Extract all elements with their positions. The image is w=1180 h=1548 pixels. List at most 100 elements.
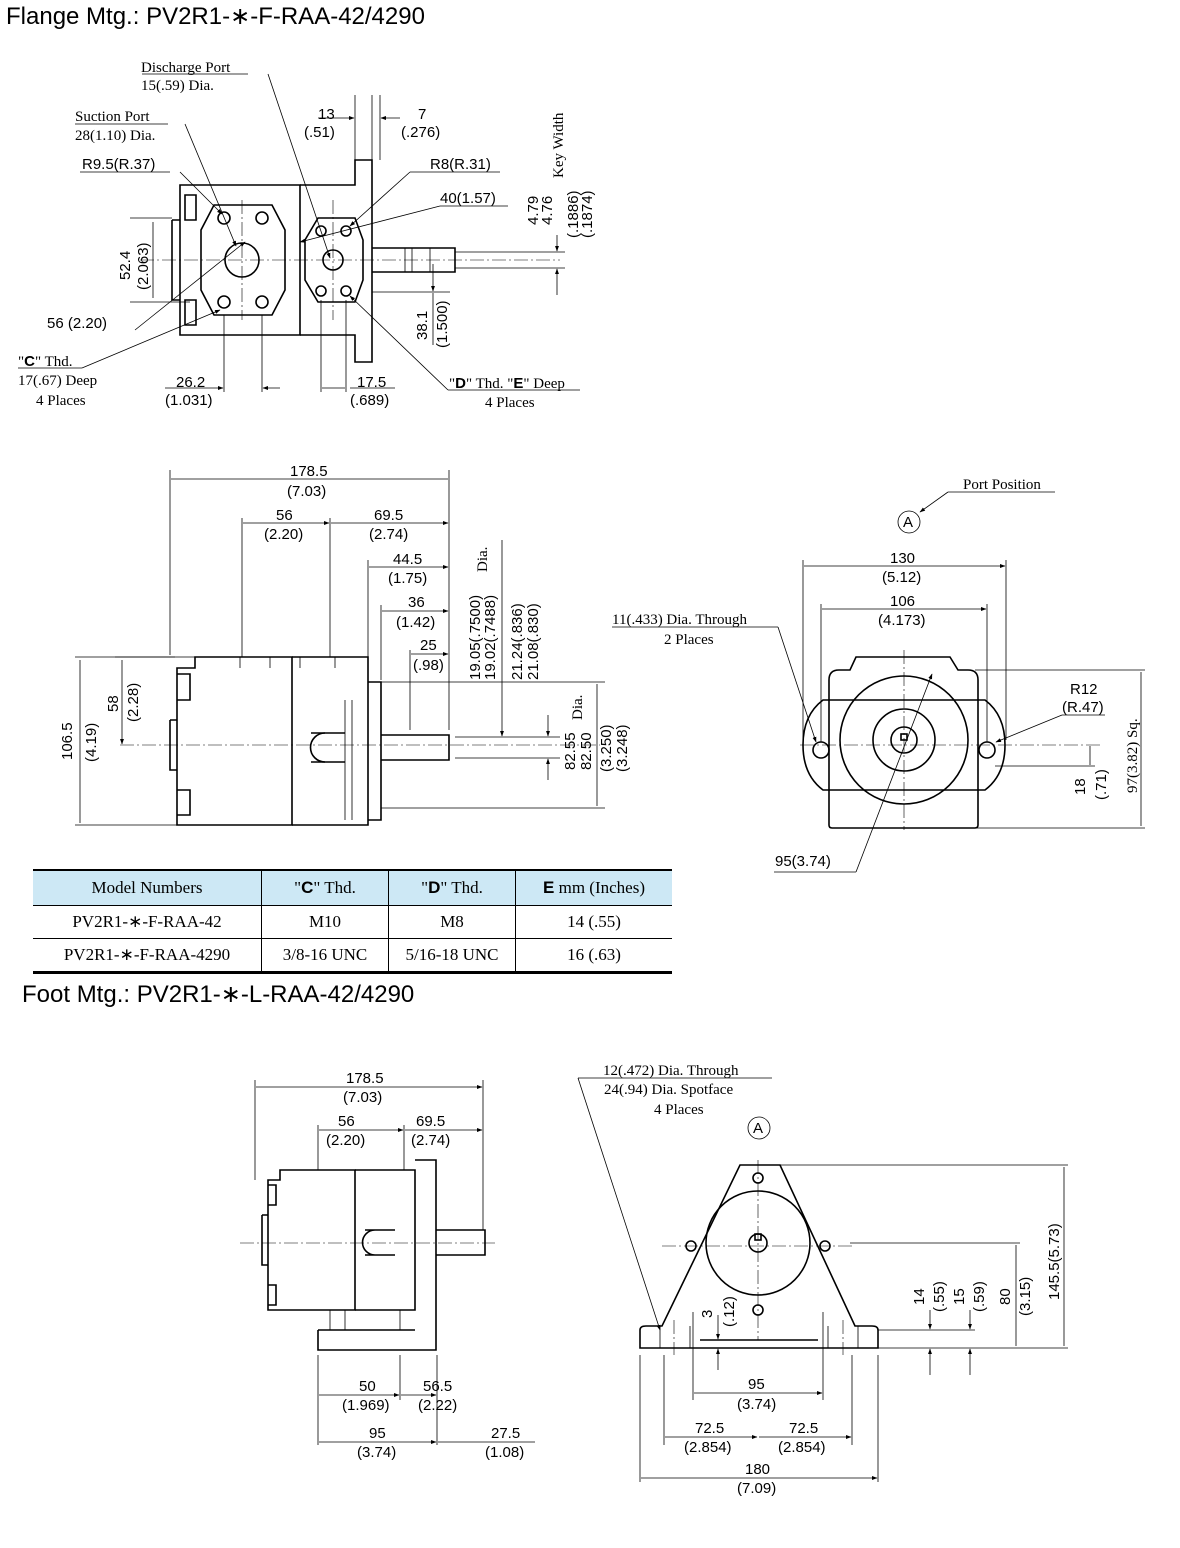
dim-524: 52.4 (117, 251, 134, 280)
dim-25-in: (.98) (413, 657, 444, 674)
col-d-thread: "D" Thd. (388, 869, 516, 906)
foot-mount-heading: Foot Mtg.: PV2R1-∗-L-RAA-42/4290 (22, 981, 415, 1008)
cell-d-thread: 5/16-18 UNC (388, 938, 516, 974)
d-places-label: 4 Places (485, 395, 535, 411)
foot-dim-180: 180 (745, 1461, 770, 1478)
shaft-dia-label: Dia. (475, 547, 491, 572)
dim-524-in: (2.063) (135, 242, 152, 290)
flange-side-dimension-lines (75, 470, 605, 826)
foot-dim-565-in: (2.22) (418, 1397, 457, 1414)
dim-1065-in: (4.19) (83, 723, 100, 762)
foot-dim-565: 56.5 (423, 1378, 452, 1395)
foot-front-labels: 12(.472) Dia. Through 24(.94) Dia. Spotf… (603, 1063, 1063, 1497)
foot-dim-1455: 145.5(5.73) (1046, 1223, 1063, 1300)
foot-dim-15-in: (.59) (971, 1281, 988, 1312)
flange-mount-heading: Flange Mtg.: PV2R1-∗-F-RAA-42/4290 (6, 3, 425, 30)
foot-dim-50: 50 (359, 1378, 376, 1395)
col-c-thread: "C" Thd. (261, 869, 389, 906)
dim-1785-in: (7.03) (287, 483, 326, 500)
foot-dim-95: 95 (748, 1376, 765, 1393)
pilot-2: 82.50 (578, 732, 595, 770)
foot-dim-3: 3 (699, 1310, 716, 1318)
dim-18: 18 (1072, 778, 1089, 795)
cell-e-depth: 14 (.55) (515, 905, 672, 939)
foot-front-centerlines (662, 1160, 855, 1355)
dim-56-in: (2.20) (264, 526, 303, 543)
port-position-label: Port Position (963, 477, 1041, 493)
dim-97-square: 97(3.82) Sq. (1125, 718, 1141, 793)
foot-dim-725-right: 72.5 (789, 1420, 818, 1437)
dim-130: 130 (890, 550, 915, 567)
foot-hole-spotface: 24(.94) Dia. Spotface (604, 1082, 733, 1098)
dim-56: 56 (276, 507, 293, 524)
pilot-1: 82.55 (562, 732, 579, 770)
key-1886: (.1886) (565, 190, 582, 238)
foot-dim-56-in: (2.20) (326, 1132, 365, 1149)
flange-top-view: Discharge Port 15(.59) Dia. Suction Port… (18, 60, 596, 411)
foot-dim-3-in: (.12) (721, 1296, 738, 1327)
table-header-row: Model Numbers "C" Thd. "D" Thd. E mm (In… (33, 869, 672, 906)
foot-dim-695-in: (2.74) (411, 1132, 450, 1149)
c-places-label: 4 Places (36, 393, 86, 409)
cell-c-thread: 3/8-16 UNC (261, 938, 389, 974)
dim-18-in: (.71) (1093, 769, 1110, 800)
dim-58-in: (2.28) (125, 683, 142, 722)
dim-25: 25 (420, 637, 437, 654)
flange-top-labels: Discharge Port 15(.59) Dia. Suction Port… (18, 60, 596, 411)
flange-front-centerlines (800, 650, 1100, 830)
discharge-port-dia: 15(.59) Dia. (141, 78, 214, 94)
dim-36-in: (1.42) (396, 614, 435, 631)
dim-106-in: (4.173) (878, 612, 926, 629)
dim-40: 40(1.57) (440, 190, 496, 207)
foot-dim-14: 14 (911, 1288, 928, 1305)
cell-c-thread: M10 (261, 905, 389, 939)
view-a-marker: A (903, 514, 913, 531)
dim-445: 44.5 (393, 551, 422, 568)
flange-side-labels: 178.5 (7.03) 56 (2.20) 69.5 (2.74) 44.5 … (59, 463, 631, 772)
dim-445-in: (1.75) (388, 570, 427, 587)
foot-dim-275-in: (1.08) (485, 1444, 524, 1461)
dim-13-in: (.51) (304, 124, 335, 141)
thread-spec-table: Model Numbers "C" Thd. "D" Thd. E mm (In… (33, 869, 672, 974)
foot-side-dimension-lines (254, 1080, 535, 1445)
col-e-depth: E mm (Inches) (515, 869, 672, 906)
r95-label: R9.5(R.37) (82, 156, 155, 173)
c-thread-label: "C" Thd. (18, 353, 72, 370)
dim-58: 58 (105, 695, 122, 712)
foot-front-view: 12(.472) Dia. Through 24(.94) Dia. Spotf… (577, 1063, 1068, 1497)
flange-top-dimension-lines (18, 73, 580, 392)
suction-port-label: Suction Port (75, 109, 150, 125)
col-model-numbers: Model Numbers (33, 869, 262, 906)
flange-front-view: Port Position A 130 (5.12) 106 (4.173) 1… (612, 477, 1145, 873)
key-479: 4.79 (525, 196, 542, 225)
shaft-dia-1: 19.05(.7500) (467, 595, 484, 680)
d-thread-label: "D" Thd. "E" Deep (449, 375, 565, 392)
foot-dim-725-left: 72.5 (695, 1420, 724, 1437)
dim-56-220: 56 (2.20) (47, 315, 107, 332)
foot-side-view: 178.5 (7.03) 56 (2.20) 69.5 (2.74) 50 (1… (240, 1070, 535, 1461)
r8-label: R8(R.31) (430, 156, 491, 173)
key-476: 4.76 (539, 196, 556, 225)
flange-front-labels: Port Position A 130 (5.12) 106 (4.173) 1… (612, 477, 1141, 870)
table-row: PV2R1-∗-F-RAA-42 M10 M8 14 (.55) (33, 905, 672, 939)
pilot-dia-label: Dia. (570, 695, 586, 720)
dim-1065: 106.5 (59, 722, 76, 760)
foot-dim-95-in: (3.74) (357, 1444, 396, 1461)
foot-dim-80-in: (3.15) (1017, 1277, 1034, 1316)
foot-dim-50-in: (1.969) (342, 1397, 390, 1414)
foot-dim-14-in: (.55) (931, 1281, 948, 1312)
cell-e-depth: 16 (.63) (515, 938, 672, 974)
flange-top-centerlines (140, 200, 560, 320)
flange-top-body-outline (171, 159, 456, 363)
dim-130-in: (5.12) (882, 569, 921, 586)
dim-175-in: (.689) (350, 392, 389, 409)
discharge-port-label: Discharge Port (141, 60, 231, 76)
dim-95-bolt-circle: 95(3.74) (775, 853, 831, 870)
hole-label: 11(.433) Dia. Through (612, 612, 747, 628)
flange-front-dimension-lines (612, 491, 1145, 873)
dim-7-in: (.276) (401, 124, 440, 141)
foot-side-body-outline (261, 1159, 486, 1351)
foot-dim-15: 15 (951, 1288, 968, 1305)
dim-695-in: (2.74) (369, 526, 408, 543)
